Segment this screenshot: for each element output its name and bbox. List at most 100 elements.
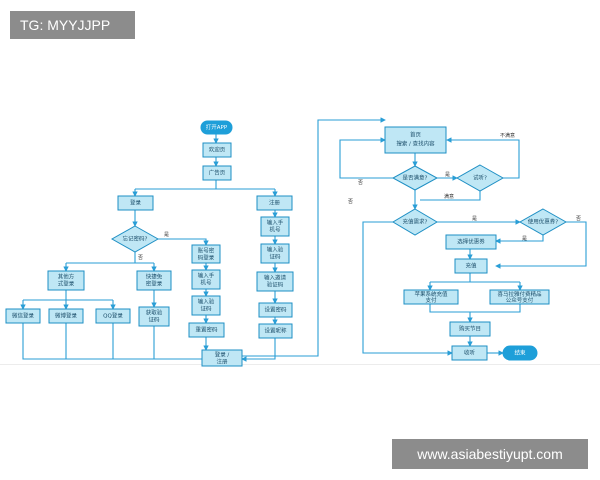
edge-pays-buy <box>429 304 521 322</box>
svg-text:试听?: 试听? <box>473 174 487 182</box>
svg-text:重置密码: 重置密码 <box>195 326 218 334</box>
svg-text:微信登录: 微信登录 <box>12 312 35 320</box>
edge-loop-home <box>339 137 393 179</box>
edge-promo-coupon <box>495 235 544 244</box>
svg-text:收听: 收听 <box>464 349 476 357</box>
svg-text:登录: 登录 <box>130 199 142 207</box>
node-listen: 收听 <box>451 345 488 361</box>
watermark-bottom-badge: www.asiabestiyupt.com <box>392 439 588 469</box>
edge-ad-split <box>135 180 275 190</box>
svg-text:式登录: 式登录 <box>58 280 75 288</box>
node-ad: 广告页 <box>202 165 232 181</box>
node-wechat-login: 微信登录 <box>5 308 41 324</box>
svg-text:设置密码: 设置密码 <box>264 306 287 314</box>
svg-text:码登录: 码登录 <box>198 254 215 262</box>
edge-forgot-acct <box>158 238 209 246</box>
node-login: 登录 <box>117 195 154 211</box>
svg-text:获取验: 获取验 <box>146 309 163 317</box>
node-choose-coupon: 选择优惠券 <box>445 234 497 250</box>
edges <box>20 117 587 362</box>
svg-text:输入邀请: 输入邀请 <box>264 274 287 282</box>
edge-trial-notsat <box>446 137 520 179</box>
node-qq-login: QQ登录 <box>95 308 131 324</box>
node-wechat-pay: 喜马拉雅付费精品 公众号支付 <box>489 289 550 305</box>
svg-text:使用优惠券?: 使用优惠券? <box>528 218 559 226</box>
edge-loginreg-home <box>242 117 386 357</box>
svg-text:设置昵称: 设置昵称 <box>264 327 287 335</box>
node-input-phone-register: 输入手 机号 <box>260 216 290 237</box>
svg-text:广告页: 广告页 <box>209 169 226 177</box>
svg-text:忘记密码?: 忘记密码? <box>123 235 148 243</box>
node-other-login: 其他方 式登录 <box>47 270 85 291</box>
node-get-code: 获取验 证码 <box>138 306 170 327</box>
svg-text:喜马拉雅付费精品: 喜马拉雅付费精品 <box>497 290 542 298</box>
node-input-invite-code: 输入邀请 验证码 <box>256 271 294 292</box>
svg-text:打开APP: 打开APP <box>206 123 228 131</box>
label-no-promo: 否 <box>576 216 581 222</box>
svg-text:其他方: 其他方 <box>58 273 75 281</box>
label-yes-forgot: 是 <box>164 232 169 238</box>
node-quick-login: 快捷免 密登录 <box>136 270 172 291</box>
node-forgot-password: 忘记密码? <box>110 225 160 253</box>
svg-text:注册: 注册 <box>216 358 228 366</box>
svg-text:公众号支付: 公众号支付 <box>506 296 534 304</box>
node-input-phone-login: 输入手 机号 <box>191 269 221 290</box>
svg-text:购买节目: 购买节目 <box>459 325 481 333</box>
node-set-password: 设置密码 <box>258 302 293 318</box>
label-yes-satisfied: 是 <box>445 172 450 178</box>
svg-text:机号: 机号 <box>200 279 212 287</box>
svg-text:搜索 / 查找内容: 搜索 / 查找内容 <box>396 140 435 148</box>
label-yes-promo: 是 <box>522 236 527 242</box>
node-register: 注册 <box>256 195 293 211</box>
label-no-forgot: 否 <box>138 255 143 261</box>
svg-text:首页: 首页 <box>410 131 422 139</box>
node-recharge: 充值 <box>454 258 488 274</box>
svg-text:输入手: 输入手 <box>198 272 215 280</box>
svg-text:微博登录: 微博登录 <box>55 312 78 320</box>
svg-text:欢迎页: 欢迎页 <box>209 146 226 154</box>
node-input-code-login: 输入验 证码 <box>191 295 221 316</box>
svg-text:证码: 证码 <box>269 253 281 261</box>
separator-line <box>0 364 600 365</box>
node-use-coupon: 使用优惠券? <box>518 208 568 236</box>
svg-text:QQ登录: QQ登录 <box>103 312 123 320</box>
node-input-code-register: 输入验 证码 <box>260 243 290 264</box>
svg-text:支付: 支付 <box>425 296 437 304</box>
node-set-nickname: 设置昵称 <box>258 323 293 339</box>
svg-text:苹果系统充值: 苹果系统充值 <box>414 290 448 298</box>
watermark-top-badge: TG: MYYJJPP <box>10 11 135 39</box>
svg-text:结束: 结束 <box>514 349 526 357</box>
svg-text:快捷免: 快捷免 <box>146 273 163 281</box>
svg-text:充值需求?: 充值需求? <box>403 218 428 226</box>
nodes: 打开APP 欢迎页 广告页 登录 注册 忘记密码? 其他方 式登录 <box>5 120 568 367</box>
node-welcome: 欢迎页 <box>202 142 232 158</box>
node-buy-program: 购买节目 <box>449 321 491 337</box>
edge-promo-no <box>495 221 587 269</box>
svg-text:输入验: 输入验 <box>267 246 284 254</box>
label-no-need: 否 <box>348 199 353 205</box>
node-home: 首页 搜索 / 查找内容 <box>384 126 447 154</box>
node-end: 结束 <box>502 345 538 361</box>
node-satisfied: 是否满意? <box>391 165 439 191</box>
node-trial: 试听? <box>455 164 505 192</box>
svg-text:输入验: 输入验 <box>198 298 215 306</box>
svg-text:账号密: 账号密 <box>198 247 215 255</box>
svg-text:选择优惠券: 选择优惠券 <box>457 238 485 246</box>
edge-need-no-listen <box>362 221 453 356</box>
label-yes-need: 是 <box>472 216 477 222</box>
node-need-pay: 充值需求? <box>392 208 438 236</box>
svg-text:是否满意?: 是否满意? <box>403 174 428 182</box>
svg-text:密登录: 密登录 <box>146 280 163 288</box>
svg-text:注册: 注册 <box>269 199 281 207</box>
node-open-app: 打开APP <box>200 120 233 135</box>
edge-nick-loginreg <box>241 338 276 362</box>
edge-forgot-split <box>66 252 154 264</box>
node-weibo-login: 微博登录 <box>48 308 84 324</box>
svg-text:证码: 证码 <box>200 305 212 313</box>
svg-text:充值: 充值 <box>465 262 477 270</box>
svg-text:登录 /: 登录 / <box>215 351 230 359</box>
label-satisfied: 满意 <box>444 193 454 200</box>
edge-other-split <box>23 290 113 301</box>
edge-trial-sat <box>420 191 481 201</box>
